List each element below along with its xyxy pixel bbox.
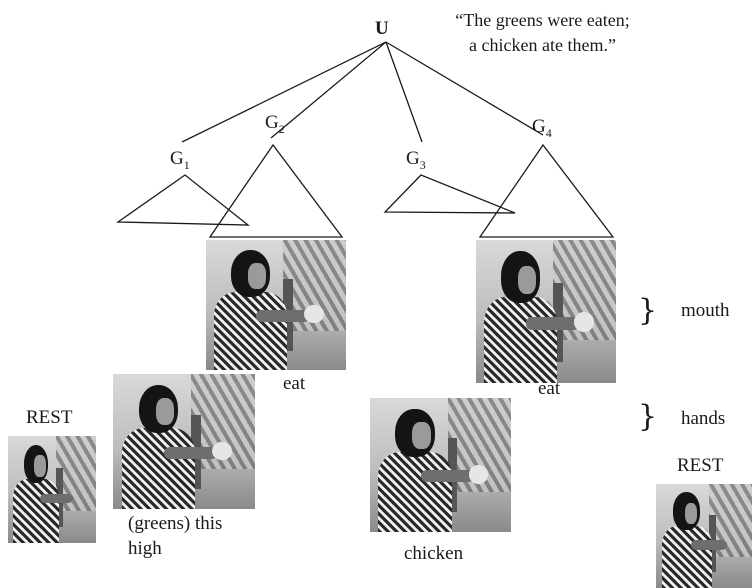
triangle-g4: [478, 143, 615, 238]
node-g4: G4: [532, 116, 552, 144]
node-g2-letter: G: [265, 112, 279, 133]
photo-rest-right: [656, 484, 752, 588]
brace-mouth-icon: }: [638, 293, 658, 328]
photo-eat-1: [206, 240, 346, 370]
caption-rest-left: REST: [26, 407, 73, 428]
caption-greens-line-1: (greens) this: [128, 513, 223, 534]
caption-eat-1: eat: [283, 373, 306, 394]
node-g3-letter: G: [406, 148, 420, 169]
caption-eat-2: eat: [538, 378, 561, 399]
caption-rest-right: REST: [677, 455, 724, 476]
utterance-quote: “The greens were eaten; a chicken ate th…: [410, 8, 675, 58]
edge-u-g2: [270, 41, 387, 139]
tier-label-mouth: mouth: [681, 300, 730, 321]
node-g4-letter: G: [532, 116, 546, 137]
triangle-g2: [208, 143, 344, 238]
node-g1: G1: [170, 148, 190, 176]
edge-u-g4: [385, 41, 544, 136]
caption-greens-line-2: high: [128, 538, 162, 559]
triangle-g3: [383, 174, 516, 214]
tier-label-hands: hands: [681, 408, 726, 429]
node-g1-subscript: 1: [183, 157, 190, 172]
node-g2: G2: [265, 112, 285, 140]
photo-rest-left: [8, 436, 96, 543]
edge-u-g3: [385, 41, 423, 143]
triangle-g1: [116, 174, 250, 226]
photo-eat-2: [476, 240, 616, 383]
node-g4-subscript: 4: [545, 125, 552, 140]
photo-chicken: [370, 398, 511, 532]
node-g2-subscript: 2: [278, 121, 285, 136]
quote-line-2: a chicken ate them.”: [469, 35, 616, 55]
root-node-label: U: [375, 18, 389, 39]
edge-u-g1: [181, 41, 387, 143]
node-g3-subscript: 3: [419, 157, 426, 172]
node-g1-letter: G: [170, 148, 184, 169]
photo-greens-this-high: [113, 374, 255, 509]
quote-line-1: “The greens were eaten;: [455, 10, 630, 30]
brace-hands-icon: }: [638, 399, 658, 434]
node-g3: G3: [406, 148, 426, 176]
caption-chicken: chicken: [404, 543, 464, 564]
